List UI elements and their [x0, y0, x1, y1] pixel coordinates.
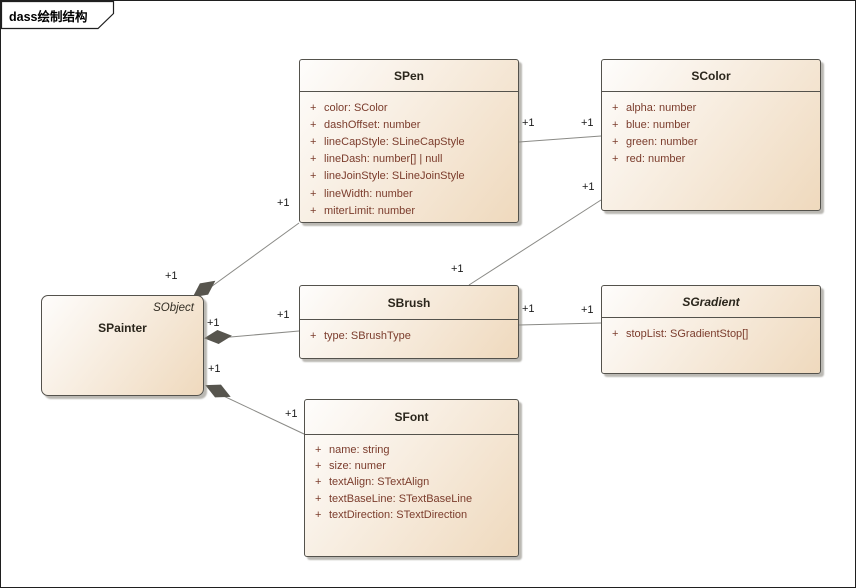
- class-header: SFont: [305, 400, 518, 435]
- edge-pen-color: [518, 135, 602, 143]
- attribute-row: + dashOffset: number: [300, 116, 518, 133]
- attribute-text: alpha: number: [626, 101, 697, 114]
- attribute-compartment: + alpha: number + blue: number + green: num…: [602, 92, 820, 168]
- class-name: SPainter: [98, 321, 147, 335]
- attribute-text: textAlign: STextAlign: [329, 476, 430, 489]
- visibility-symbol: +: [315, 476, 322, 489]
- attribute-row: + lineDash: number[] | null: [300, 151, 518, 168]
- multiplicity-label: +1: [277, 309, 290, 321]
- attribute-row: + lineCapStyle: SLineCapStyle: [300, 133, 518, 150]
- visibility-symbol: +: [310, 153, 317, 166]
- multiplicity-label: +1: [581, 304, 594, 316]
- visibility-symbol: +: [315, 492, 322, 505]
- class-header: SBrush: [300, 286, 518, 320]
- visibility-symbol: +: [310, 135, 317, 148]
- class-spainter[interactable]: SObject SPainter: [41, 295, 204, 396]
- attribute-text: type: SBrushType: [324, 329, 411, 342]
- frame-tab: [1, 1, 115, 30]
- attribute-text: size: numer: [329, 460, 386, 473]
- superclass-label: SObject: [153, 302, 194, 314]
- attribute-text: lineCapStyle: SLineCapStyle: [324, 135, 465, 148]
- attribute-text: red: number: [626, 153, 686, 166]
- class-spen[interactable]: SPen + color: SColor + dashOffset: number …: [299, 59, 519, 223]
- multiplicity-label: +1: [581, 117, 594, 129]
- multiplicity-label: +1: [522, 117, 535, 129]
- attribute-row: + red: number: [602, 151, 820, 168]
- attribute-row: + type: SBrushType: [300, 327, 518, 344]
- visibility-symbol: +: [310, 170, 317, 183]
- class-scolor[interactable]: SColor + alpha: number + blue: number + gre…: [601, 59, 821, 211]
- class-name: SFont: [394, 410, 429, 424]
- multiplicity-label: +1: [208, 363, 221, 375]
- attribute-row: + textBaseLine: STextBaseLine: [305, 491, 518, 507]
- attribute-row: + blue: number: [602, 116, 820, 133]
- multiplicity-label: +1: [277, 197, 290, 209]
- attribute-text: name: string: [329, 444, 390, 457]
- composition-diamond-icon: [204, 330, 232, 344]
- attribute-row: + alpha: number: [602, 99, 820, 116]
- multiplicity-label: +1: [522, 303, 535, 315]
- visibility-symbol: +: [612, 327, 619, 340]
- visibility-symbol: +: [310, 118, 317, 131]
- attribute-row: + textAlign: STextAlign: [305, 474, 518, 490]
- attribute-text: lineWidth: number: [324, 187, 413, 200]
- edge-painter-brush: [218, 330, 300, 339]
- attribute-compartment: + type: SBrushType: [300, 320, 518, 344]
- visibility-symbol: +: [612, 118, 619, 131]
- visibility-symbol: +: [310, 329, 317, 342]
- multiplicity-label: +1: [582, 181, 595, 193]
- attribute-row: + lineWidth: number: [300, 185, 518, 202]
- visibility-symbol: +: [310, 204, 317, 217]
- attribute-text: green: number: [626, 135, 698, 148]
- attribute-text: blue: number: [626, 118, 691, 131]
- attribute-text: dashOffset: number: [324, 118, 421, 131]
- edge-painter-pen: [203, 222, 300, 293]
- visibility-symbol: +: [612, 153, 619, 166]
- attribute-compartment: + color: SColor + dashOffset: number + line…: [300, 92, 518, 219]
- attribute-text: color: SColor: [324, 101, 388, 114]
- class-sfont[interactable]: SFont + name: string + size: numer + textAl…: [304, 399, 519, 557]
- class-sgradient[interactable]: SGradient + stopList: SGradientStop[]: [601, 285, 821, 374]
- attribute-text: textBaseLine: STextBaseLine: [329, 492, 473, 505]
- class-name: SBrush: [387, 295, 431, 310]
- frame-tab-shape: [1, 1, 115, 30]
- edge-brush-gradient: [518, 322, 602, 326]
- attribute-row: + lineJoinStyle: SLineJoinStyle: [300, 168, 518, 185]
- class-name: SGradient: [682, 294, 740, 309]
- class-header: SPen: [300, 60, 518, 92]
- diagram-title: dass绘制结构: [9, 10, 88, 24]
- visibility-symbol: +: [315, 444, 322, 457]
- attribute-row: + size: numer: [305, 458, 518, 474]
- visibility-symbol: +: [315, 460, 322, 473]
- multiplicity-label: +1: [451, 263, 464, 275]
- multiplicity-label: +1: [165, 270, 178, 282]
- class-header: SColor: [602, 60, 820, 92]
- visibility-symbol: +: [315, 508, 322, 521]
- multiplicity-label: +1: [285, 408, 298, 420]
- attribute-text: textDirection: STextDirection: [329, 508, 468, 521]
- attribute-text: lineDash: number[] | null: [324, 153, 443, 166]
- attribute-row: + green: number: [602, 133, 820, 150]
- class-header: SGradient: [602, 286, 820, 318]
- attribute-row: + stopList: SGradientStop[]: [602, 325, 820, 342]
- attribute-text: stopList: SGradientStop[]: [626, 327, 749, 340]
- class-name: SPen: [393, 68, 424, 83]
- multiplicity-label: +1: [207, 317, 220, 329]
- attribute-compartment: + name: string + size: numer + textAlign: S…: [305, 435, 518, 523]
- class-name: SColor: [691, 68, 731, 83]
- visibility-symbol: +: [612, 101, 619, 114]
- visibility-symbol: +: [612, 135, 619, 148]
- visibility-symbol: +: [310, 101, 317, 114]
- attribute-row: + textDirection: STextDirection: [305, 507, 518, 523]
- attribute-row: + miterLimit: number: [300, 202, 518, 219]
- attribute-row: + color: SColor: [300, 99, 518, 116]
- attribute-row: + name: string: [305, 442, 518, 458]
- composition-diamond-icon: [205, 384, 231, 398]
- attribute-compartment: + stopList: SGradientStop[]: [602, 318, 820, 342]
- class-sbrush[interactable]: SBrush + type: SBrushType: [299, 285, 519, 359]
- attribute-text: lineJoinStyle: SLineJoinStyle: [324, 170, 465, 183]
- attribute-text: miterLimit: number: [324, 204, 416, 217]
- visibility-symbol: +: [310, 187, 317, 200]
